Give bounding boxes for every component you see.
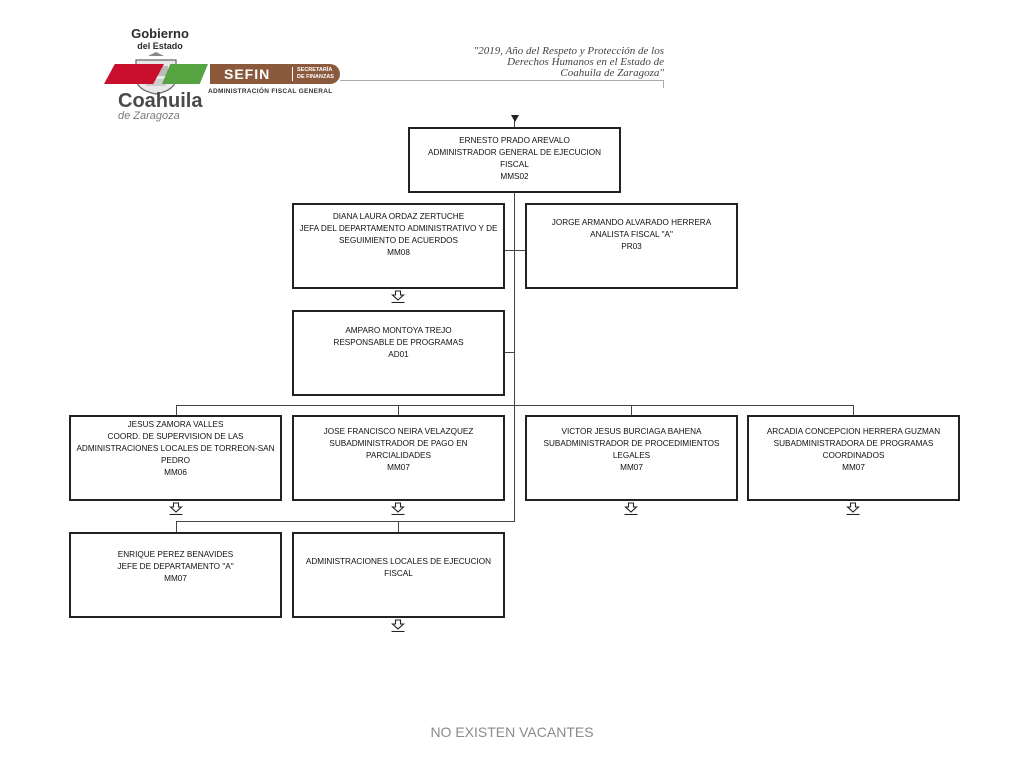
expand-arrow-icon: [511, 115, 519, 122]
connector-jose-drop: [398, 405, 399, 416]
government-wordmark: Gobierno del Estado: [128, 26, 192, 52]
victor-title: SUBADMINISTRADOR DE PROCEDIMIENTOS LEGAL…: [543, 439, 720, 460]
expand-arrow-icon: [391, 290, 405, 303]
gov-line-1: Gobierno: [131, 26, 189, 41]
org-box-jose: JOSE FRANCISCO NEIRA VELAZQUEZ SUBADMINI…: [292, 415, 505, 501]
org-box-victor: VICTOR JESUS BURCIAGA BAHENA SUBADMINIST…: [525, 415, 738, 501]
org-box-enrique: ENRIQUE PEREZ BENAVIDES JEFE DE DEPARTAM…: [69, 532, 282, 618]
connector-main-vertical: [514, 192, 515, 522]
director-name: ERNESTO PRADO AREVALO: [459, 136, 570, 145]
motto-line-1: "2019, Año del Respeto y Protección de l…: [473, 45, 664, 57]
jose-name: JOSE FRANCISCO NEIRA VELAZQUEZ: [323, 427, 474, 436]
motto-line-2: Derechos Humanos en el Estado de: [507, 56, 664, 68]
motto-line-3: Coahuila de Zaragoza": [560, 67, 664, 79]
no-vacancies-note: NO EXISTEN VACANTES: [430, 724, 594, 740]
amparo-title: RESPONSABLE DE PROGRAMAS: [333, 338, 464, 347]
connector-level4-bus: [176, 521, 515, 522]
org-box-arcadia: ARCADIA CONCEPCION HERRERA GUZMAN SUBADM…: [747, 415, 960, 501]
admin-fiscal-label: ADMINISTRACIÓN FISCAL GENERAL: [208, 88, 333, 95]
arcadia-title: SUBADMINISTRADORA DE PROGRAMAS COORDINAD…: [773, 439, 934, 460]
connector-level3-bus: [176, 405, 854, 406]
enrique-name: ENRIQUE PEREZ BENAVIDES: [117, 550, 234, 559]
org-box-jesus: JESUS ZAMORA VALLES COORD. DE SUPERVISIO…: [69, 415, 282, 501]
connector-victor-drop: [631, 405, 632, 416]
amparo-code: AD01: [388, 350, 409, 359]
red-stripe: [104, 64, 164, 84]
connector-locales-drop: [398, 521, 399, 533]
org-box-amparo: AMPARO MONTOYA TREJO RESPONSABLE DE PROG…: [292, 310, 505, 396]
sefin-word: SEFIN: [224, 66, 271, 82]
sefin-subtitle: SECRETARÍA DE FINANZAS: [292, 67, 334, 81]
connector-director-top: [514, 119, 515, 127]
government-logo: Gobierno del Estado SEFIN SECRETARÍA DE …: [104, 26, 349, 123]
enrique-code: MM07: [164, 574, 187, 583]
connector-arcadia-drop: [853, 405, 854, 416]
expand-arrow-icon: [391, 502, 405, 515]
org-box-director: ERNESTO PRADO AREVALO ADMINISTRADOR GENE…: [408, 127, 621, 193]
expand-arrow-icon: [624, 502, 638, 515]
header-rule-end: [663, 80, 664, 88]
expand-arrow-icon: [169, 502, 183, 515]
header-rule: [340, 80, 664, 81]
jesus-title: COORD. DE SUPERVISION DE LAS ADMINISTRAC…: [76, 432, 275, 465]
connector-diana-jorge: [504, 250, 526, 251]
jorge-name: JORGE ARMANDO ALVARADO HERRERA: [551, 218, 712, 227]
arcadia-name: ARCADIA CONCEPCION HERRERA GUZMAN: [766, 427, 941, 436]
org-box-jorge: JORGE ARMANDO ALVARADO HERRERA ANALISTA …: [525, 203, 738, 289]
enrique-title: JEFE DE DEPARTAMENTO "A": [117, 562, 234, 571]
expand-arrow-icon: [846, 502, 860, 515]
org-box-diana: DIANA LAURA ORDAZ ZERTUCHE JEFA DEL DEPA…: [292, 203, 505, 289]
green-stripe: [162, 64, 208, 84]
diana-title: JEFA DEL DEPARTAMENTO ADMINISTRATIVO Y D…: [299, 224, 498, 245]
sefin-badge: SEFIN SECRETARÍA DE FINANZAS: [210, 64, 340, 84]
jesus-name: JESUS ZAMORA VALLES: [127, 420, 224, 429]
jose-code: MM07: [387, 463, 410, 472]
diana-code: MM08: [387, 248, 410, 257]
org-box-locales: ADMINISTRACIONES LOCALES DE EJECUCION FI…: [292, 532, 505, 618]
connector-amparo: [504, 352, 515, 353]
victor-code: MM07: [620, 463, 643, 472]
sefin-sub-line-1: SECRETARÍA: [297, 67, 333, 73]
connector-enrique-drop: [176, 521, 177, 533]
state-name: Coahuila: [118, 90, 203, 112]
expand-arrow-icon: [391, 619, 405, 632]
amparo-name: AMPARO MONTOYA TREJO: [345, 326, 452, 335]
connector-jesus-drop: [176, 405, 177, 416]
motto-text: "2019, Año del Respeto y Protección de l…: [430, 46, 664, 79]
state-subtitle: de Zaragoza: [118, 110, 180, 122]
arcadia-code: MM07: [842, 463, 865, 472]
director-title: ADMINISTRADOR GENERAL DE EJECUCION FISCA…: [427, 148, 602, 169]
sefin-sub-line-2: DE FINANZAS: [297, 74, 334, 80]
jose-title: SUBADMINISTRADOR DE PAGO EN PARCIALIDADE…: [329, 439, 468, 460]
gov-line-2: del Estado: [137, 41, 183, 51]
locales-title: ADMINISTRACIONES LOCALES DE EJECUCION FI…: [305, 557, 492, 578]
director-code: MMS02: [500, 172, 529, 181]
diana-name: DIANA LAURA ORDAZ ZERTUCHE: [332, 212, 465, 221]
jorge-code: PR03: [621, 242, 642, 251]
jesus-code: MM06: [164, 468, 187, 477]
victor-name: VICTOR JESUS BURCIAGA BAHENA: [561, 427, 702, 436]
jorge-title: ANALISTA FISCAL "A": [590, 230, 673, 239]
